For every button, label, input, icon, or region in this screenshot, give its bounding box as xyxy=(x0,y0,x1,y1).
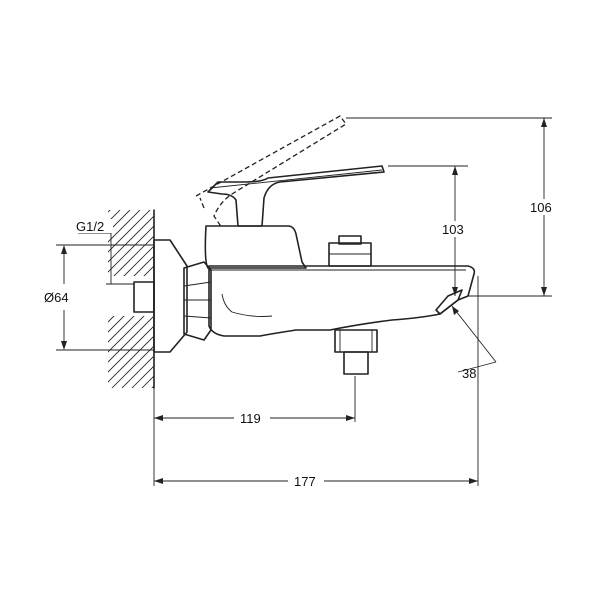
wall-hatching xyxy=(108,210,154,388)
cartridge-housing xyxy=(204,225,307,269)
faucet-body xyxy=(208,265,476,337)
outlet-height-label: 103 xyxy=(442,222,464,237)
mixer-handle[interactable] xyxy=(207,165,385,227)
wall-section xyxy=(108,209,155,389)
bottom-connector xyxy=(334,329,378,375)
diverter-knob[interactable] xyxy=(328,235,372,267)
mixer-handle-open-position xyxy=(195,115,347,229)
total-length-label: 177 xyxy=(294,474,316,489)
spout-angle-label: 38 xyxy=(462,366,476,381)
handle-open-lever-edge xyxy=(199,197,205,209)
total-height-label: 106 xyxy=(530,200,552,215)
flange-diameter-label: Ø64 xyxy=(44,290,69,305)
hex-nut xyxy=(183,261,212,341)
body-contour xyxy=(221,293,273,317)
spout-rim xyxy=(435,289,463,315)
thread-size-label: G1/2 xyxy=(76,219,104,234)
handle-inner-edge xyxy=(209,169,383,189)
wall-flange xyxy=(153,239,188,353)
dimension-lines xyxy=(56,117,552,486)
inlet-distance-label: 119 xyxy=(240,411,261,426)
